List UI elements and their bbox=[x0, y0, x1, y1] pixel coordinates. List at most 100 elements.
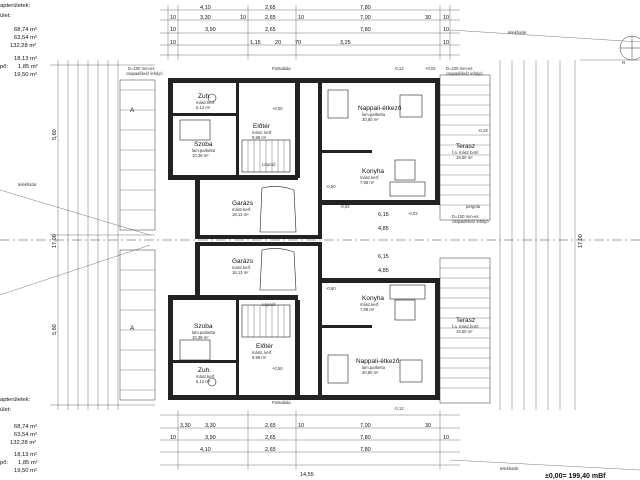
dim-label: 10 bbox=[443, 435, 449, 441]
pipe-note: D=100 mm-es bbox=[128, 66, 154, 71]
svg-text:lam.parketta: lam.parketta bbox=[362, 112, 386, 117]
level-mark: -0,02 bbox=[408, 211, 418, 216]
svg-text:19,50 m²: 19,50 m² bbox=[456, 329, 473, 334]
dim-label: 2,65 bbox=[265, 447, 276, 453]
dim-total: 14,55 bbox=[300, 472, 314, 478]
dim-label: 3,90 bbox=[205, 27, 216, 33]
room-label: Zuh. mász.kerf. 5,12 m² bbox=[196, 367, 215, 384]
svg-text:5,12 m²: 5,12 m² bbox=[196, 105, 211, 110]
plot-boundaries bbox=[0, 29, 640, 471]
dim-label: 10 bbox=[170, 435, 176, 441]
dim-label: 10 bbox=[298, 15, 304, 21]
room-label: Garázs mász.kerf. 18,13 m² bbox=[232, 200, 254, 217]
dim-label: 1,15 bbox=[250, 40, 261, 46]
dim-label: 10 bbox=[240, 15, 246, 21]
dim-label: 6,15 bbox=[378, 254, 389, 260]
left-hatched-area bbox=[119, 79, 156, 401]
dim-label: 5,60 bbox=[52, 129, 58, 140]
boundary-note: telekhatár bbox=[500, 466, 519, 471]
top-dimension-lines bbox=[160, 5, 460, 60]
section-marker: A bbox=[130, 107, 135, 114]
pipe-note: csapadékvíz lefolyó bbox=[452, 219, 489, 224]
svg-text:18,13 m²: 18,13 m² bbox=[232, 270, 249, 275]
dim-label: 7,80 bbox=[360, 447, 371, 453]
svg-text:Garázs: Garázs bbox=[232, 258, 254, 265]
svg-text:mász.kerf.: mász.kerf. bbox=[196, 100, 215, 105]
left-dimension-lines bbox=[50, 60, 155, 410]
level-mark: +0,50 bbox=[272, 106, 283, 111]
room-label: Szoba lam.parketta 10,39 m² bbox=[192, 141, 216, 158]
summary-area: 19,50 m² bbox=[14, 468, 37, 474]
svg-text:Terasz: Terasz bbox=[456, 143, 475, 150]
left-summary-top: apterületek: ület: 68,74 m² 63,54 m² 132… bbox=[0, 3, 38, 78]
room-label: Nappali-étkező lam.parketta 30,80 m² bbox=[358, 105, 402, 122]
terrace-pergola bbox=[439, 74, 491, 404]
garage-cars bbox=[259, 186, 297, 291]
summary-area: 132,28 m² bbox=[10, 43, 36, 49]
svg-text:Zuh.: Zuh. bbox=[198, 367, 211, 374]
svg-text:10,39 m²: 10,39 m² bbox=[192, 335, 209, 340]
dim-label: 17,00 bbox=[52, 234, 58, 248]
svg-text:lam.parketta: lam.parketta bbox=[192, 148, 216, 153]
svg-text:Nappali-étkező: Nappali-étkező bbox=[356, 358, 400, 365]
dim-label: 3,30 bbox=[180, 423, 191, 429]
furniture bbox=[179, 89, 426, 387]
svg-text:Konyha: Konyha bbox=[362, 168, 384, 175]
svg-text:Előtér: Előtér bbox=[253, 123, 271, 130]
svg-text:Konyha: Konyha bbox=[362, 295, 384, 302]
room-label: Terasz f.a. mász.borít 19,50 m² bbox=[452, 317, 479, 334]
room-label: Garázs mász.kerf. 18,13 m² bbox=[232, 258, 254, 275]
svg-text:Garázs: Garázs bbox=[232, 200, 254, 207]
pipe-note: D=100 mm-es bbox=[452, 214, 478, 219]
dim-label: 17,00 bbox=[578, 234, 584, 248]
building-walls bbox=[168, 78, 440, 400]
dim-label: 7,00 bbox=[360, 15, 371, 21]
svg-text:mász.kerf.: mász.kerf. bbox=[360, 302, 379, 307]
level-mark: -0,02 bbox=[340, 204, 350, 209]
dim-label: 70 bbox=[295, 40, 301, 46]
room-label: Zuh. mász.kerf. 5,12 m² bbox=[196, 93, 215, 110]
dim-label: 3,90 bbox=[205, 435, 216, 441]
svg-text:19,50 m²: 19,50 m² bbox=[456, 155, 473, 160]
svg-text:Előtér: Előtér bbox=[256, 343, 274, 350]
level-mark: -0,19 bbox=[478, 128, 488, 133]
dim-label: 7,80 bbox=[360, 5, 371, 11]
summary-sub: ület: bbox=[0, 13, 11, 19]
summary-area: 68,74 m² bbox=[14, 424, 37, 430]
dim-label: 7,80 bbox=[360, 27, 371, 33]
room-label: Konyha mász.kerf. 7,68 m² bbox=[360, 295, 384, 312]
summary-area: 63,54 m² bbox=[14, 35, 37, 41]
left-summary-bottom: apterületek: ület: 68,74 m² 63,54 m² 132… bbox=[0, 397, 38, 474]
svg-text:Szoba: Szoba bbox=[194, 141, 213, 148]
svg-text:f.a. mász.borít: f.a. mász.borít bbox=[452, 324, 479, 329]
left-vertical-dims: 5,60 17,00 5,60 17,00 bbox=[52, 129, 584, 335]
room-label: Előtér mász. kerf. 9,99 m² bbox=[252, 343, 274, 360]
dim-label: 4,10 bbox=[200, 5, 211, 11]
level-mark: -0,50 bbox=[326, 184, 336, 189]
svg-text:mász. kerf.: mász. kerf. bbox=[252, 350, 272, 355]
dim-label: 4,10 bbox=[200, 447, 211, 453]
summary-prefix: pő: bbox=[0, 460, 8, 466]
svg-text:lam.parketta: lam.parketta bbox=[362, 365, 386, 370]
dim-label: 7,80 bbox=[360, 435, 371, 441]
top-dimensions: 4,10 2,65 7,80 10 3,30 10 2,65 10 7,00 3… bbox=[170, 5, 449, 46]
dim-label: 10 bbox=[170, 15, 176, 21]
svg-text:7,68 m²: 7,68 m² bbox=[360, 180, 375, 185]
svg-text:mász.kerf.: mász.kerf. bbox=[360, 175, 379, 180]
mailbox-note: Postaláda bbox=[272, 66, 291, 71]
summary-area: 18,13 m² bbox=[14, 452, 37, 458]
dim-label: 10 bbox=[443, 15, 449, 21]
level-mark: -0,12 bbox=[394, 66, 404, 71]
boundary-note: telekhatár bbox=[508, 30, 527, 35]
north-label: N bbox=[622, 60, 625, 65]
room-label: Terasz f.a. mász.borít 19,50 m² bbox=[452, 143, 479, 160]
svg-text:mász. kerf.: mász. kerf. bbox=[252, 130, 272, 135]
summary-area: 19,50 m² bbox=[14, 72, 37, 78]
svg-text:10,39 m²: 10,39 m² bbox=[192, 153, 209, 158]
dim-label: 10 bbox=[298, 423, 304, 429]
summary-prefix: pő: bbox=[0, 64, 8, 70]
north-arrow-icon: N bbox=[619, 35, 640, 65]
dim-label: 20 bbox=[275, 40, 281, 46]
boundary-note: telekhatár bbox=[18, 182, 37, 187]
svg-text:Nappali-étkező: Nappali-étkező bbox=[358, 105, 402, 112]
